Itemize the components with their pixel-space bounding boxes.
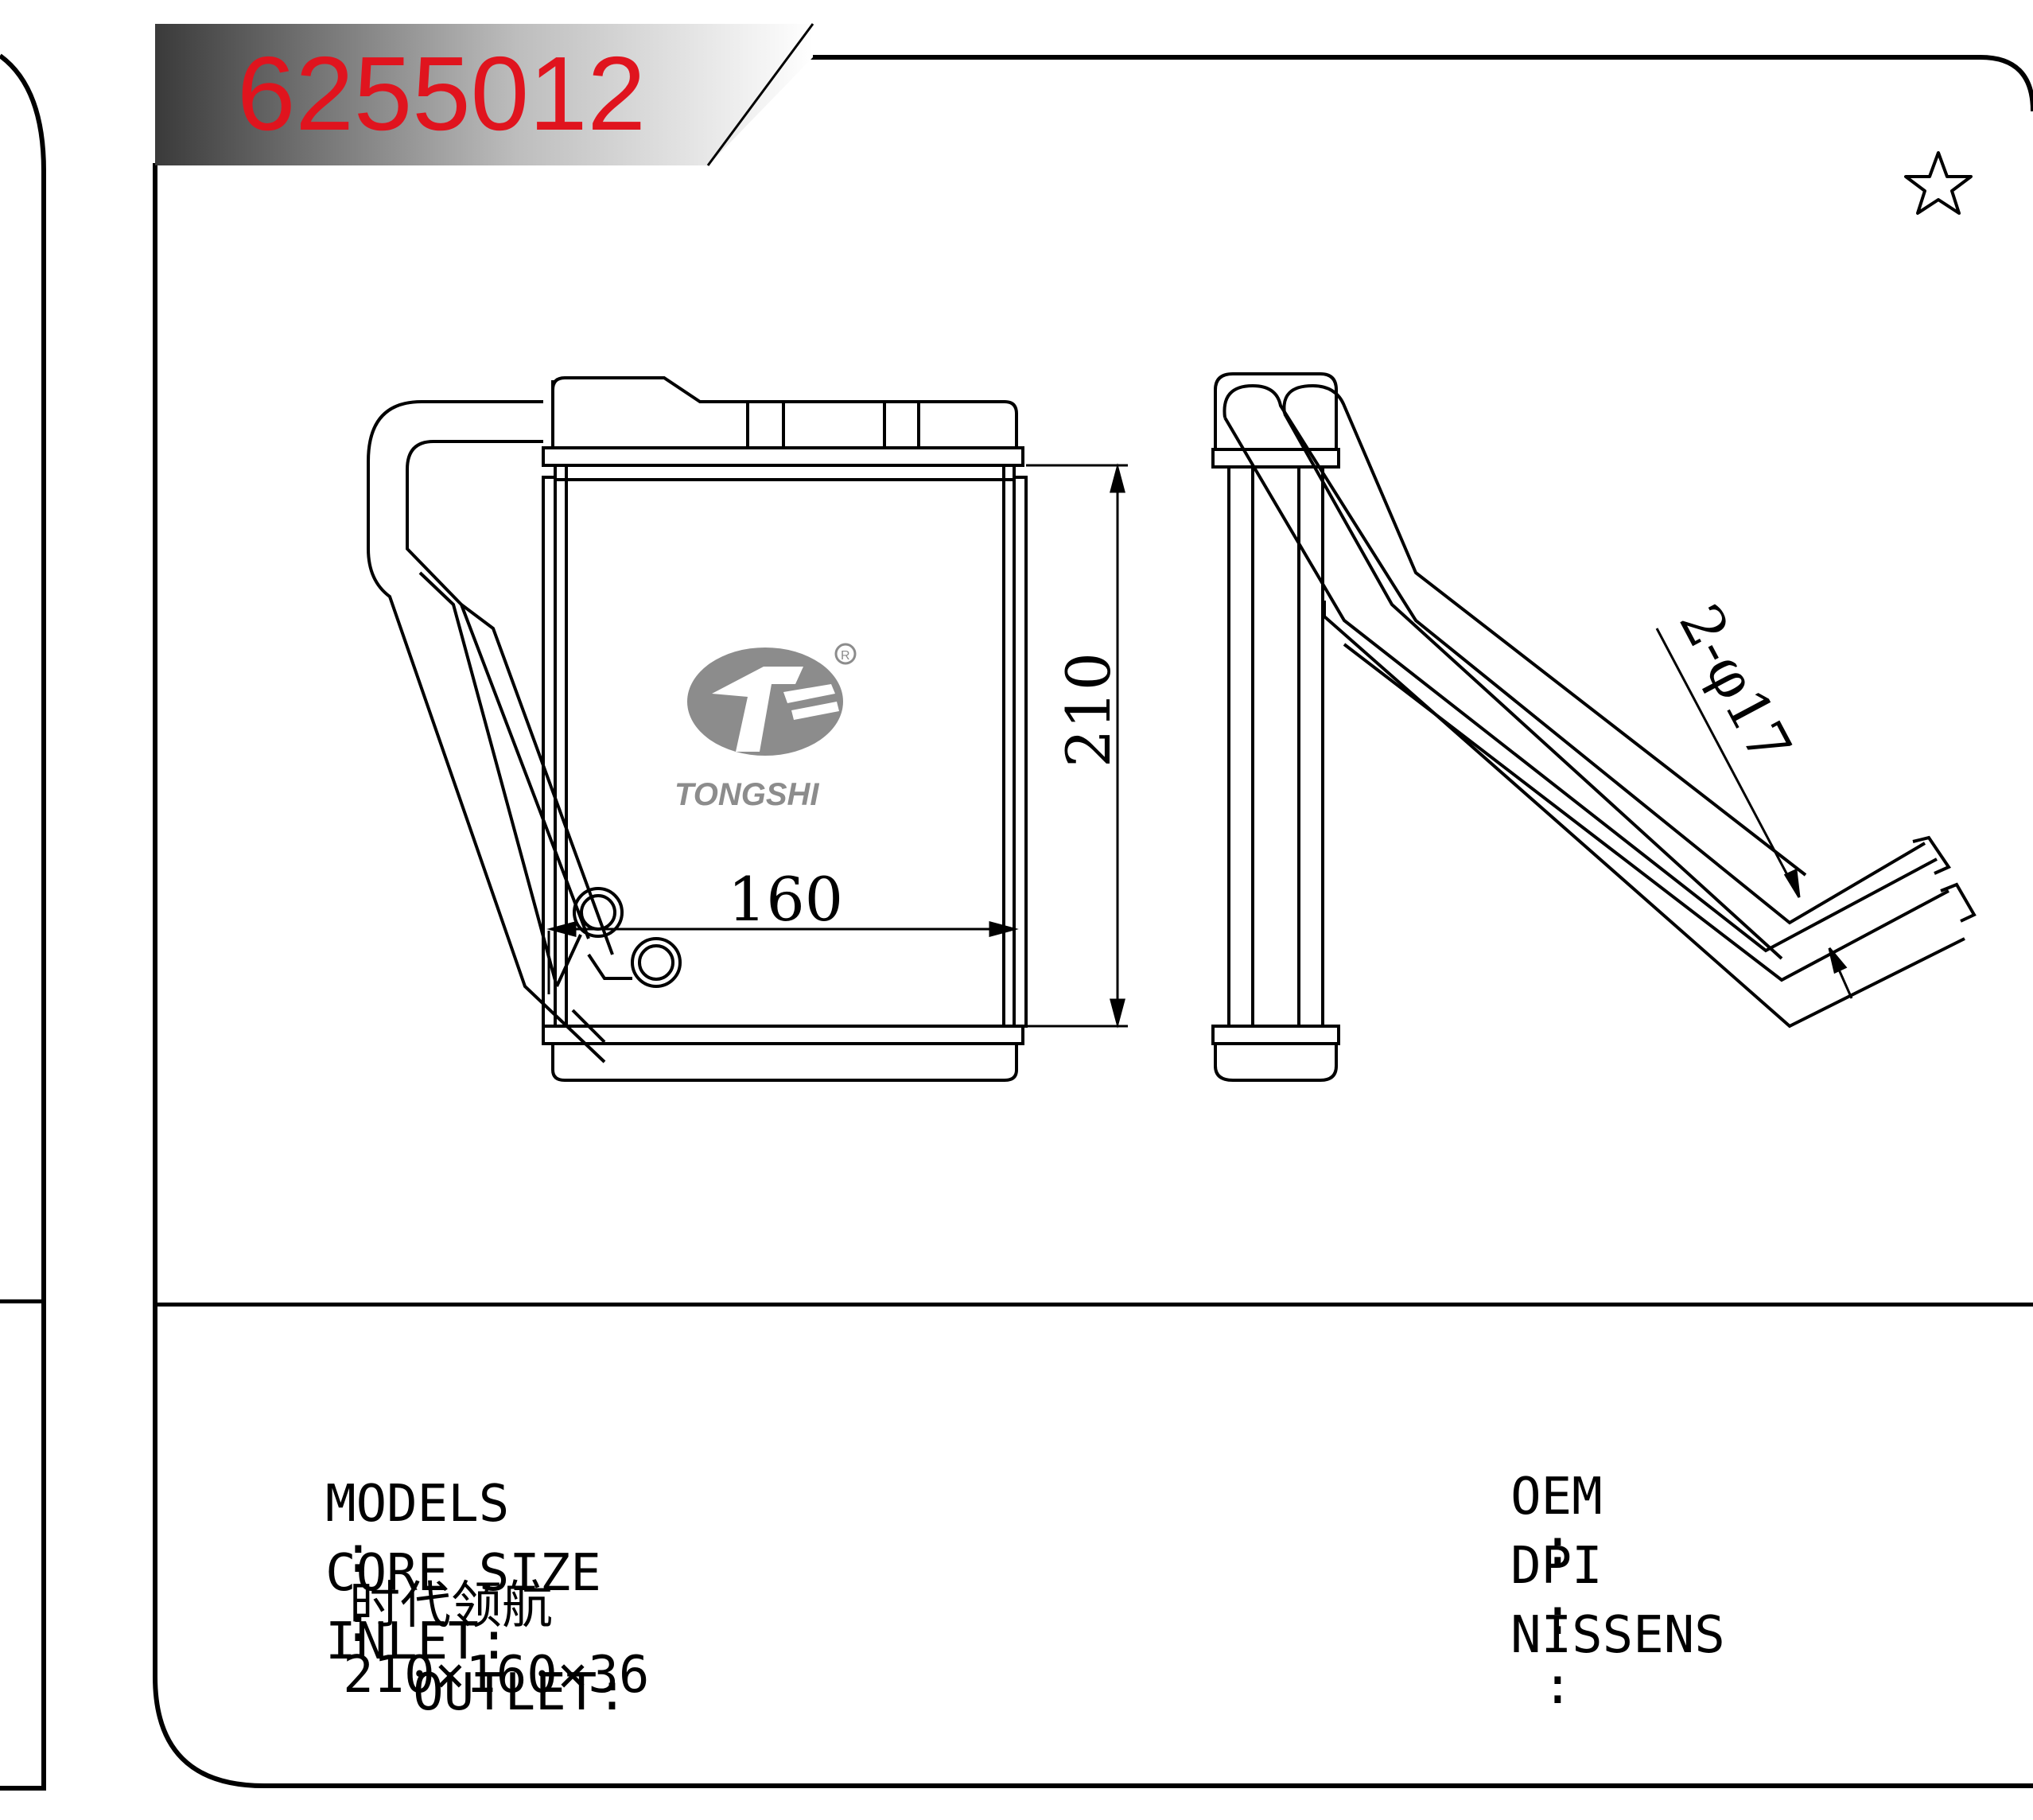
core-right-plate [1013, 476, 1028, 1028]
core-size-row: CORE SIZE : 210×160×36 [264, 1497, 649, 1701]
main-frame [153, 55, 2033, 1788]
front-pipe-inner [406, 440, 590, 939]
oem-row: OEM : [1449, 1421, 1603, 1573]
side-pipe-1-inner [1223, 416, 1938, 953]
front-pipe-a [418, 571, 558, 987]
core-size-label: CORE SIZE [325, 1544, 601, 1603]
inlet-label: INLET: [325, 1612, 510, 1671]
front-pipe-outer [367, 400, 606, 1064]
side-top-tank [1214, 372, 1338, 449]
front-outlet-end-inner [638, 944, 674, 981]
side-bottom-header [1211, 1025, 1340, 1045]
pipe-diameter-leader [1655, 628, 1853, 999]
dimension-lines [546, 463, 1128, 1029]
oem-label: OEM [1510, 1468, 1603, 1526]
dpi-row: DPI : [1449, 1490, 1603, 1643]
heater-front-view [367, 376, 1028, 1082]
top-header [542, 446, 1024, 467]
dpi-label: DPI [1510, 1537, 1603, 1596]
models-separator: : [343, 1526, 374, 1585]
side-pipe-1-outer [1223, 383, 1926, 925]
models-label: MODELS [325, 1475, 510, 1534]
dim-height-label: 210 [1053, 652, 1124, 768]
registered-mark: R [841, 649, 850, 663]
bottom-tank [551, 1044, 1018, 1082]
top-tank [551, 376, 1018, 449]
side-bottom-tank [1214, 1044, 1338, 1082]
bottom-header [542, 1025, 1024, 1045]
nissens-separator: : [1542, 1657, 1573, 1716]
side-top-header [1211, 448, 1340, 469]
front-outlet-end-outer [631, 937, 682, 988]
part-number-tab-edge [706, 23, 814, 166]
dpi-separator: : [1542, 1588, 1573, 1647]
brand-name: TONGSHI [674, 777, 819, 812]
tongshi-logo: R TONGSHI [674, 643, 857, 812]
nissens-row: NISSENS : [1449, 1559, 1725, 1712]
core-size-separator: : [343, 1595, 374, 1654]
oem-separator: : [1542, 1519, 1573, 1577]
models-row: MODELS : 时代领航 [264, 1428, 553, 1631]
front-pipe-b [460, 603, 614, 955]
left-panel-border [0, 53, 46, 1791]
heater-side-view [1211, 372, 1977, 1082]
nissens-label: NISSENS [1510, 1606, 1725, 1665]
core-size-value: 210×160×36 [343, 1646, 650, 1705]
side-pipe-bottom [1323, 601, 1965, 1029]
outlet-label: OUTLET: [413, 1663, 628, 1722]
side-core [1227, 465, 1324, 1028]
dim-width-label: 160 [728, 864, 843, 935]
star-icon [1904, 151, 1973, 215]
models-value: 时代领航 [349, 1577, 554, 1635]
front-inlet-end-outer [573, 887, 624, 938]
part-number-tab [155, 24, 813, 165]
side-pipe-2-outer [1282, 383, 1807, 877]
side-pipe-2-inner [1283, 413, 1783, 960]
part-number: 6255012 [237, 35, 646, 152]
inlet-outlet-row: INLET: OUTLET: [264, 1565, 628, 1718]
